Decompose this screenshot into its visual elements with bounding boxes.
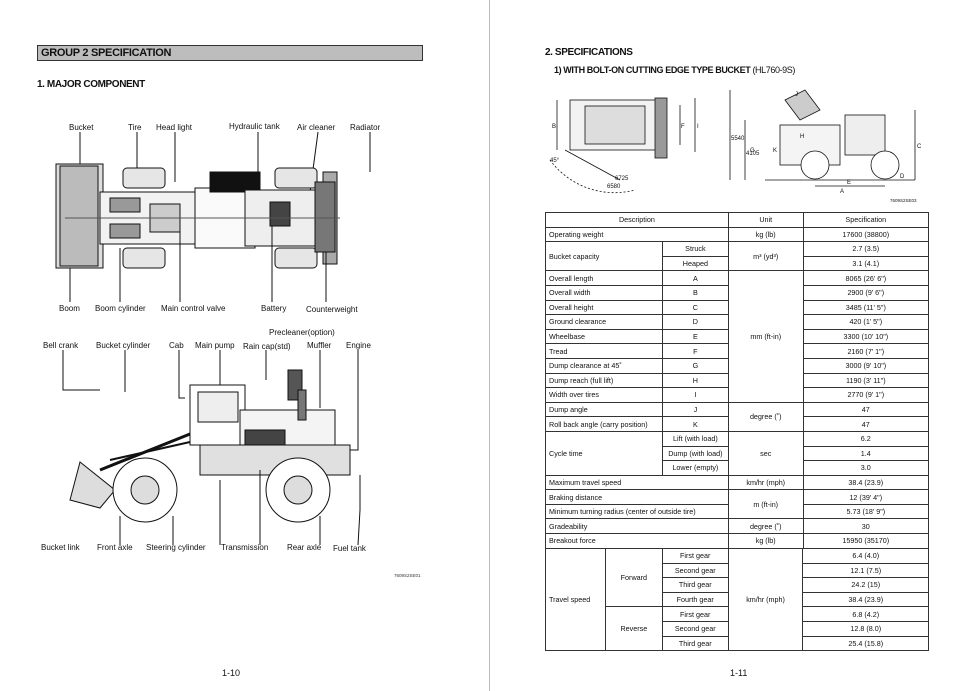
label-boom-cylinder: Boom cylinder xyxy=(95,304,146,313)
dimension-drawing: B I F 45° 6725 6580 5540 4105 G J H K C … xyxy=(549,89,922,203)
dim-i: I xyxy=(697,124,699,130)
major-component-title: 1. MAJOR COMPONENT xyxy=(37,79,145,90)
label-muffler: Muffler xyxy=(307,341,332,350)
label-boom: Boom xyxy=(59,304,80,313)
label-rear-axle: Rear axle xyxy=(287,543,322,552)
label-bucket-link: Bucket link xyxy=(41,543,80,552)
dim-f: F xyxy=(681,124,685,130)
specification-table: Description Unit Specification Operating… xyxy=(545,212,930,549)
label-air-cleaner: Air cleaner xyxy=(297,123,336,132)
table-row: Reverse First gear 6.8 (4.2) xyxy=(546,606,929,652)
page-number: 1-10 xyxy=(222,668,241,678)
figure-reference: 7609S2SE01 xyxy=(394,573,421,578)
right-page: 2. SPECIFICATIONS 1) WITH BOLT-ON CUTTIN… xyxy=(490,0,980,691)
label-fuel-tank: Fuel tank xyxy=(333,544,366,553)
label-rain-cap: Rain cap(std) xyxy=(243,342,291,351)
travel-speed-table: Travel speed Forward First gear km/hr (m… xyxy=(545,547,929,652)
dim-h: H xyxy=(800,134,804,140)
dim-j: J xyxy=(795,92,798,98)
label-transmission: Transmission xyxy=(221,543,269,552)
table-row: Dump (with load)1.4 xyxy=(546,445,930,462)
figure-reference-2: 7609S2SE03 xyxy=(890,198,917,203)
header-description: Description xyxy=(545,212,729,228)
table-row: Minimum turning radius (center of outsid… xyxy=(545,503,930,520)
dim-k: K xyxy=(773,148,777,154)
label-tire: Tire xyxy=(128,123,142,132)
label-hydraulic-tank: Hydraulic tank xyxy=(229,122,280,131)
top-view-drawing xyxy=(55,132,371,302)
label-bucket-cylinder: Bucket cylinder xyxy=(96,341,151,350)
dim-a: A xyxy=(840,189,844,195)
label-bucket: Bucket xyxy=(69,123,94,132)
header-specification: Specification xyxy=(802,212,930,228)
dim-d: D xyxy=(900,174,905,180)
dim-c: C xyxy=(917,144,922,150)
dim-e: E xyxy=(847,180,851,186)
table-row: Bucket capacity Struck m³ (yd³) 2.7 (3.5… xyxy=(545,241,930,272)
dim-b: B xyxy=(552,124,556,130)
label-battery: Battery xyxy=(261,304,287,313)
subsection-title: 1) WITH BOLT-ON CUTTING EDGE TYPE BUCKET… xyxy=(554,65,795,75)
group-title: GROUP 2 SPECIFICATION xyxy=(37,45,423,61)
specifications-title: 2. SPECIFICATIONS xyxy=(545,47,633,58)
table-row: Operating weight kg (lb) 17600 (38800) xyxy=(545,226,930,243)
page-number-right: 1-11 xyxy=(730,668,748,678)
label-front-axle: Front axle xyxy=(97,543,133,552)
table-row: Travel speed Forward First gear km/hr (m… xyxy=(545,547,929,652)
label-cab: Cab xyxy=(169,341,184,350)
model-number: (HL760-9S) xyxy=(752,65,795,75)
label-engine: Engine xyxy=(346,341,371,350)
bucket-type-title: 1) WITH BOLT-ON CUTTING EDGE TYPE BUCKET xyxy=(554,65,751,75)
label-counterweight: Counterweight xyxy=(306,305,358,314)
label-steering-cylinder: Steering cylinder xyxy=(146,543,206,552)
label-main-control-valve: Main control valve xyxy=(161,304,226,313)
dim-4105: 4105 xyxy=(746,151,760,157)
label-main-pump: Main pump xyxy=(195,341,235,350)
dim-6725: 6725 xyxy=(615,176,629,182)
dim-5540: 5540 xyxy=(731,136,745,142)
side-view-drawing xyxy=(62,350,361,545)
label-head-light: Head light xyxy=(156,123,193,132)
dim-g: G xyxy=(750,148,755,154)
label-bell-crank: Bell crank xyxy=(43,341,79,350)
dim-6580: 6580 xyxy=(607,184,621,190)
dim-angle: 45° xyxy=(550,158,560,164)
left-page: GROUP 2 SPECIFICATION 1. MAJOR COMPONENT… xyxy=(37,0,490,691)
label-radiator: Radiator xyxy=(350,123,381,132)
header-unit: Unit xyxy=(727,212,804,228)
label-precleaner: Precleaner(option) xyxy=(269,328,335,337)
